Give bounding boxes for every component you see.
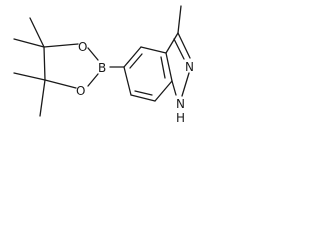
- bond-o-b-top: [87, 47, 99, 61]
- bond-c7-c6: [130, 94, 156, 102]
- bond-n1-c7a: [171, 80, 177, 96]
- bond-c-o-top: [43, 43, 79, 48]
- atom-h: H: [176, 111, 185, 125]
- bond-o-b-bottom: [87, 73, 99, 87]
- bond-lines: [13, 5, 191, 117]
- bond-double-c3a-c7a: [160, 56, 166, 79]
- bond-c3a-c3: [165, 32, 179, 54]
- bond-c6-c5: [123, 66, 132, 96]
- bond-double-c5-c4: [129, 53, 143, 69]
- bond-c3a-c7a: [165, 52, 173, 82]
- bond-methyl-2: [13, 38, 45, 48]
- atom-labels: O O B N N H: [76, 40, 194, 125]
- bond-c7a-c7: [154, 80, 173, 102]
- bond-n2-n1: [181, 72, 190, 97]
- bond-methyl-3: [13, 72, 46, 81]
- bond-c-o-bottom: [44, 79, 77, 89]
- bond-double-c3-n2: [173, 38, 185, 60]
- bond-methyl-1: [29, 17, 45, 48]
- bond-methyl-4: [39, 79, 46, 117]
- bond-c3-methyl: [177, 5, 182, 34]
- bond-double-c7-c6: [134, 90, 153, 96]
- bond-c5-c4: [123, 46, 142, 68]
- atom-o-bottom: O: [76, 84, 85, 98]
- atom-n1: N: [176, 97, 185, 111]
- bond-c3-n2: [177, 32, 191, 59]
- atom-o-top: O: [78, 40, 87, 54]
- bond-c-c-pinacol: [43, 46, 46, 81]
- atom-n2: N: [185, 60, 194, 74]
- molecule-structure: O O B N N H: [13, 5, 194, 125]
- bond-c4-c3a: [140, 46, 167, 54]
- atom-b: B: [98, 61, 106, 75]
